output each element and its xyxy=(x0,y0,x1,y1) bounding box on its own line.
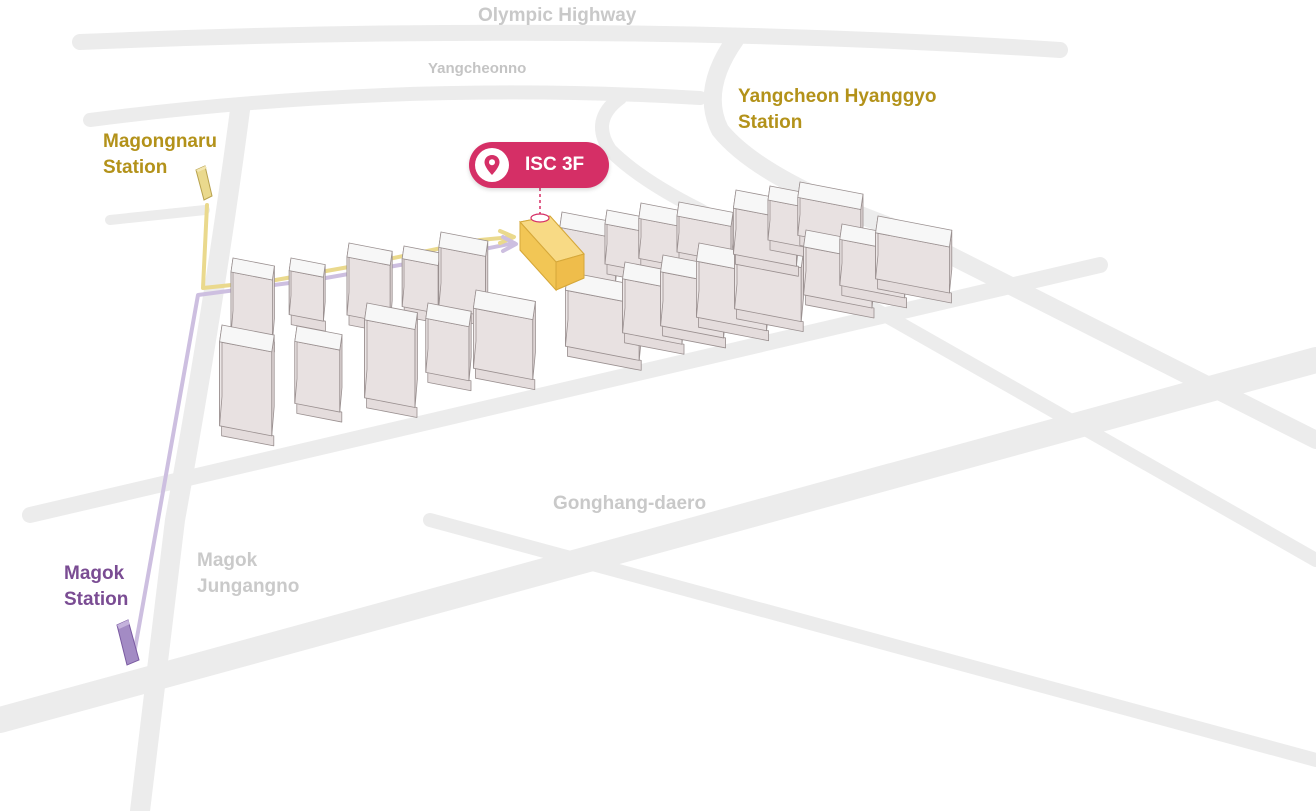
station-suffix-magongnaru: Station xyxy=(103,157,168,178)
road-network xyxy=(0,24,1316,811)
station-suffix-yangcheon: Station xyxy=(738,112,803,133)
location-marker-pill[interactable]: ISC 3F xyxy=(469,142,609,188)
station-name-magongnaru: Magongnaru xyxy=(103,131,217,152)
target-ring-icon xyxy=(530,213,550,223)
gold-arrow-icon xyxy=(498,229,516,245)
station-label-yangcheon-hyanggyo: Yangcheon Hyanggyo Station xyxy=(738,84,936,136)
road-label-olympic-highway: Olympic Highway xyxy=(478,5,637,26)
station-name-magok: Magok xyxy=(64,563,125,584)
road-label-gonghang-daero: Gonghang-daero xyxy=(553,493,707,514)
road-label-magok-jungangno: Magok Jungangno xyxy=(197,548,299,600)
station-label-magongnaru: Magongnaru Station xyxy=(103,129,217,181)
station-name-yangcheon: Yangcheon Hyanggyo xyxy=(738,86,937,107)
target-building[interactable] xyxy=(519,188,585,292)
building-block xyxy=(230,257,275,353)
station-label-magok: Magok Station xyxy=(64,561,128,613)
road-label-magok-line2: Jungangno xyxy=(197,576,300,597)
building-blocks xyxy=(219,181,953,447)
road-inner-curve xyxy=(595,91,1316,567)
road-label-magok-line1: Magok xyxy=(197,550,258,571)
road-middle-diag xyxy=(22,257,1108,523)
location-pin-icon xyxy=(475,148,509,182)
location-marker-label: ISC 3F xyxy=(525,154,585,175)
purple-arrow-icon xyxy=(501,235,518,253)
building-block xyxy=(288,257,326,332)
magok-station-marker xyxy=(116,619,140,666)
building-block xyxy=(294,325,343,423)
building-block xyxy=(875,215,953,304)
road-magok-jungangno xyxy=(130,100,250,811)
building-block xyxy=(472,289,536,391)
road-label-yangcheonno: Yangcheonno xyxy=(428,60,527,77)
road-olympic-highway xyxy=(72,24,1068,58)
road-lower-diag xyxy=(423,513,1316,767)
station-suffix-magok: Station xyxy=(64,589,129,610)
road-short-diag xyxy=(105,205,210,225)
building-block xyxy=(364,302,418,418)
building-block xyxy=(219,324,275,447)
magongnaru-station-marker xyxy=(195,165,213,201)
building-block xyxy=(425,302,472,392)
road-gonghang-daero xyxy=(0,347,1316,733)
